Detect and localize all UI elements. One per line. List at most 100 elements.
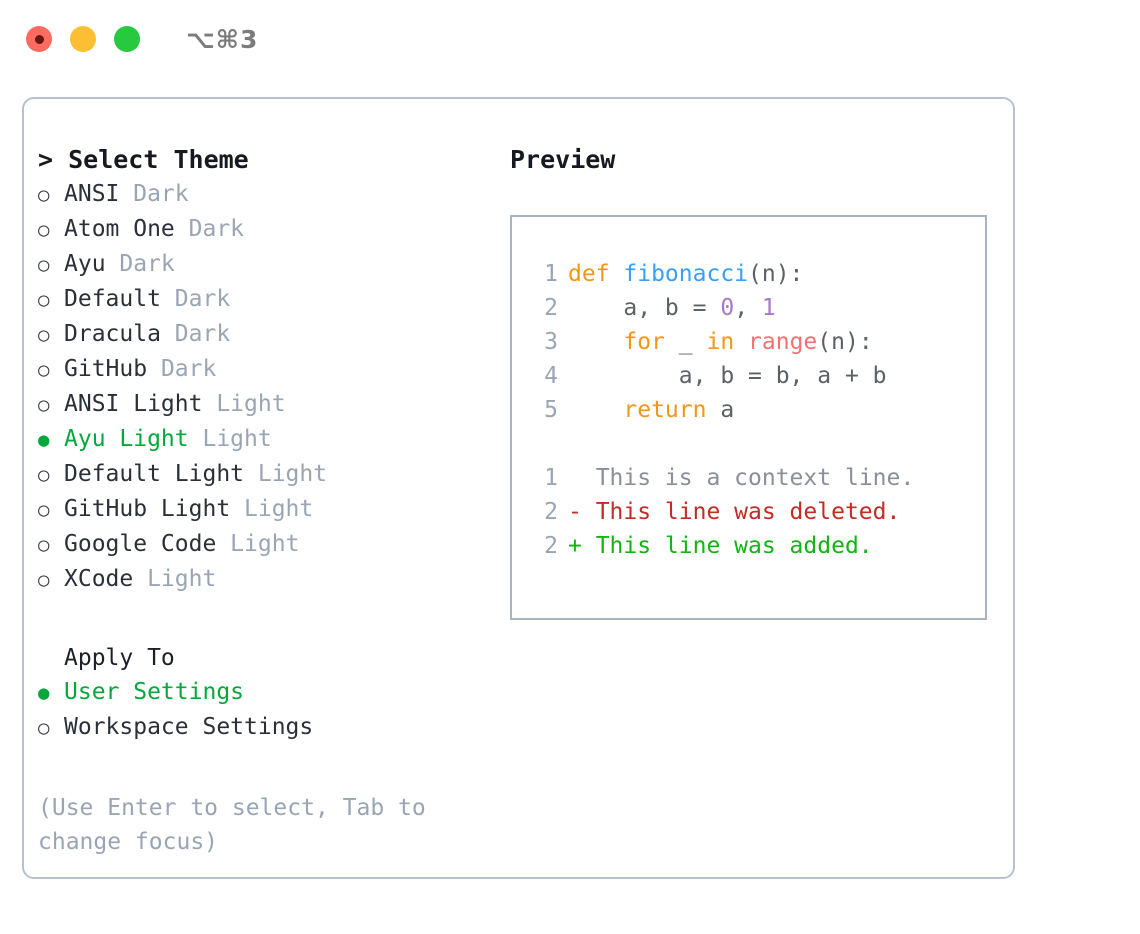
code-text: return a xyxy=(568,393,734,427)
keyboard-shortcut-label: ⌥⌘3 xyxy=(186,24,259,54)
code-token-var xyxy=(734,329,748,355)
diff-line-add: 2 + This line was added. xyxy=(512,529,985,563)
option-label: ANSI Light xyxy=(64,391,203,417)
option-label: Atom One xyxy=(64,216,175,242)
theme-option-default[interactable]: ○ Default Dark xyxy=(38,282,486,317)
radio-unselected-icon: ○ xyxy=(38,464,50,486)
option-variant-badge: Light xyxy=(188,426,272,452)
code-token-var: a, b = xyxy=(568,295,721,321)
apply-to-list: ● User Settings ○Workspace Settings xyxy=(38,675,486,745)
option-variant-badge: Dark xyxy=(174,216,245,242)
code-text: a, b = 0, 1 xyxy=(568,291,776,325)
theme-option-ansi[interactable]: ○ANSI Dark xyxy=(38,177,486,212)
preview-spacer xyxy=(512,427,985,461)
theme-option-default-light[interactable]: ○ Default Light Light xyxy=(38,457,486,492)
titlebar: ⌥⌘3 xyxy=(0,0,1140,78)
line-number: 5 xyxy=(544,397,558,423)
main-panel: > Select Theme ○ANSI Dark○Atom One Dark○… xyxy=(22,97,1015,879)
line-number: 2 xyxy=(544,295,558,321)
option-label: GitHub Light xyxy=(64,496,231,522)
code-line: 5 return a xyxy=(512,393,985,427)
option-variant-badge: Dark xyxy=(160,286,231,312)
theme-option-xcode[interactable]: ○XCode Light xyxy=(38,562,486,597)
code-token-kw: in xyxy=(706,329,735,355)
option-variant-badge: Dark xyxy=(160,321,231,347)
option-variant-badge: Dark xyxy=(147,356,217,382)
option-label: Default xyxy=(64,286,161,312)
apply-to-header: Apply To xyxy=(64,645,175,671)
diff-text: This is a context line. xyxy=(568,465,915,491)
code-token-var: a xyxy=(706,397,735,423)
code-token-num: 0 xyxy=(720,295,735,321)
code-line: 3 for _ in range(n): xyxy=(512,325,985,359)
option-variant-badge: Light xyxy=(216,531,300,557)
option-label: Default Light xyxy=(64,461,245,487)
theme-option-google-code[interactable]: ○Google Code Light xyxy=(38,527,486,562)
code-token-num: 1 xyxy=(761,295,776,321)
apply-option-workspace-settings[interactable]: ○Workspace Settings xyxy=(38,710,486,745)
option-label: Ayu Light xyxy=(64,426,189,452)
line-number: 3 xyxy=(544,329,558,355)
line-number: 2 xyxy=(544,499,558,525)
traffic-light-buttons xyxy=(26,26,140,52)
code-token-punc xyxy=(568,397,623,423)
theme-option-github[interactable]: ○GitHub Dark xyxy=(38,352,486,387)
option-label: Google Code xyxy=(64,531,217,557)
code-token-kw: def xyxy=(568,261,624,287)
option-label: GitHub xyxy=(64,356,148,382)
line-number: 2 xyxy=(544,533,558,559)
apply-option-user-settings[interactable]: ● User Settings xyxy=(38,675,486,710)
select-theme-header: > Select Theme xyxy=(38,145,249,174)
close-pip-icon xyxy=(34,34,44,44)
line-number: 4 xyxy=(544,363,558,389)
code-token-punc: (n): xyxy=(817,329,873,355)
code-token-call: range xyxy=(748,329,818,355)
radio-unselected-icon: ○ xyxy=(38,499,50,521)
option-variant-badge: Light xyxy=(202,391,286,417)
preview-header: Preview xyxy=(510,145,616,174)
diff-line-del: 2- This line was deleted. xyxy=(512,495,985,529)
code-line: 4 a, b = b, a + b xyxy=(512,359,985,393)
code-text: a, b = b, a + b xyxy=(568,359,887,393)
minimize-window-icon[interactable] xyxy=(70,26,96,52)
option-variant-badge: Light xyxy=(230,496,314,522)
code-token-kw: for xyxy=(623,329,665,355)
theme-option-ayu[interactable]: ○Ayu Dark xyxy=(38,247,486,282)
code-token-punc: (n): xyxy=(748,261,804,287)
code-token-var: _ xyxy=(664,329,707,355)
code-token-fn: fibonacci xyxy=(623,261,749,287)
theme-selection-column: > Select Theme ○ANSI Dark○Atom One Dark○… xyxy=(24,143,486,877)
radio-unselected-icon: ○ xyxy=(38,254,50,276)
theme-option-github-light[interactable]: ○ GitHub Light Light xyxy=(38,492,486,527)
theme-option-ayu-light[interactable]: ● Ayu Light Light xyxy=(38,422,486,457)
radio-unselected-icon: ○ xyxy=(38,324,50,346)
radio-unselected-icon: ○ xyxy=(38,394,50,416)
code-token-punc: , xyxy=(734,295,762,321)
radio-unselected-icon: ○ xyxy=(38,569,50,591)
maximize-window-icon[interactable] xyxy=(114,26,140,52)
keyboard-hint-text: (Use Enter to select, Tab to change focu… xyxy=(38,795,426,855)
diff-sample: 1 This is a context line.2- This line wa… xyxy=(512,461,985,563)
code-token-kw: return xyxy=(623,397,707,423)
radio-unselected-icon: ○ xyxy=(38,289,50,311)
diff-line-ctx: 1 This is a context line. xyxy=(512,461,985,495)
radio-selected-icon: ● xyxy=(38,429,50,451)
radio-selected-icon: ● xyxy=(38,682,50,704)
option-label: XCode xyxy=(64,566,134,592)
diff-text: + This line was added. xyxy=(568,533,873,559)
theme-option-ansi-light[interactable]: ○ ANSI Light Light xyxy=(38,387,486,422)
theme-option-dracula[interactable]: ○Dracula Dark xyxy=(38,317,486,352)
option-variant-badge: Light xyxy=(244,461,328,487)
close-window-icon[interactable] xyxy=(26,26,52,52)
option-label: ANSI xyxy=(64,181,120,207)
code-token-var: a, b = b, a + b xyxy=(568,363,887,389)
theme-option-atom-one[interactable]: ○ Atom One Dark xyxy=(38,212,486,247)
option-label: User Settings xyxy=(64,679,245,705)
radio-unselected-icon: ○ xyxy=(38,219,50,241)
code-line: 2 a, b = 0, 1 xyxy=(512,291,985,325)
line-number: 1 xyxy=(544,465,558,491)
